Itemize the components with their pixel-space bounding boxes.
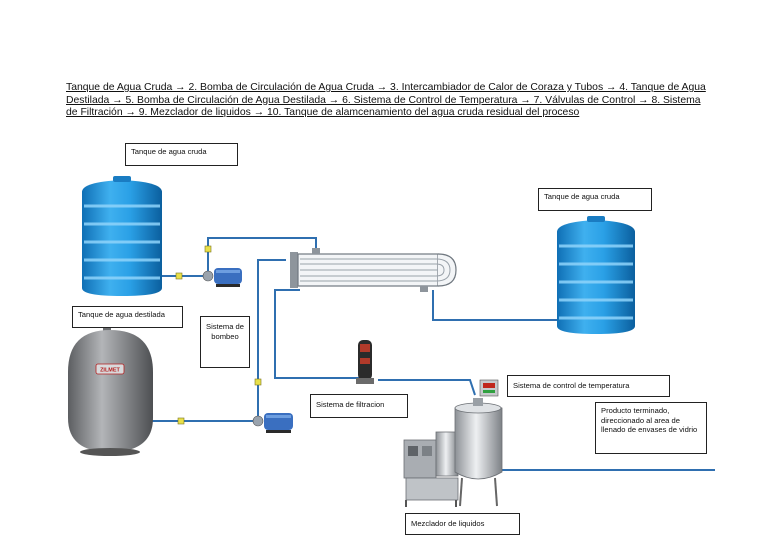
raw-water-tank-right-icon	[557, 216, 635, 334]
shell-and-tube-heat-exchanger-icon	[290, 248, 457, 292]
filtration-unit-icon	[356, 340, 374, 384]
pipe-pump2-to-exchanger	[257, 259, 286, 416]
pipe-exchanger-to-right-tank	[432, 290, 560, 321]
liquid-mixer-icon	[403, 398, 503, 507]
raw-water-pump-icon	[202, 268, 242, 287]
distilled-water-tank-icon: ZILMET	[68, 324, 153, 456]
valve-icon	[177, 417, 185, 425]
valve-icon	[175, 272, 183, 280]
temperature-controller-icon	[479, 379, 499, 397]
raw-water-tank-left-icon	[82, 176, 162, 296]
control-valves	[175, 245, 262, 425]
label-raw-water-tank-right: Tanque de agua cruda	[538, 188, 652, 211]
tank-brand-label: ZILMET	[100, 368, 120, 374]
pipe-pump1-to-exchanger	[207, 237, 317, 272]
label-liquid-mixer: Mezclador de liquidos	[405, 513, 520, 535]
label-filtration-system: Sistema de filtracion	[310, 394, 408, 418]
label-raw-water-tank-left: Tanque de agua cruda	[125, 143, 238, 166]
distilled-water-pump-icon	[252, 413, 293, 433]
label-pumping-system: Sistema de bombeo	[200, 316, 250, 368]
pipe-network	[152, 237, 715, 471]
process-description: Tanque de Agua Cruda → 2. Bomba de Circu…	[66, 82, 706, 118]
label-finished-product: Producto terminado, direccionado al area…	[595, 402, 707, 454]
pipe-exchanger-to-filter	[274, 289, 360, 379]
label-temperature-control-system: Sistema de control de temperatura	[507, 375, 670, 397]
valve-icon	[204, 245, 212, 253]
pipe-filter-to-mixer	[378, 379, 476, 396]
valve-icon	[254, 378, 262, 386]
label-distilled-water-tank: Tanque de agua destilada	[72, 306, 183, 328]
